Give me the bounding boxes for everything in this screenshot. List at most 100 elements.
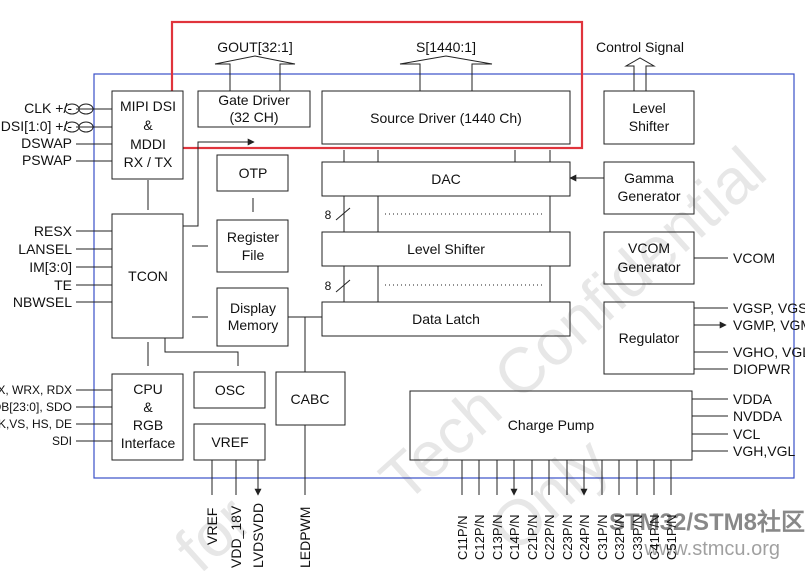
source-output-label: S[1440:1] [416,39,476,55]
pin-vcom: VCOM [733,250,775,266]
pin-pswap: PSWAP [22,152,72,168]
pin-c32p: C32P/N [612,514,627,560]
mipi-label-3: MDDI [130,136,166,152]
mipi-pin-wires [64,103,112,162]
pin-c14p: C14P/N [507,514,522,560]
pin-c12p: C12P/N [472,514,487,560]
cpu-label-1: CPU [133,381,163,397]
pin-dswap: DSWAP [21,135,72,151]
cpu-label-4: Interface [121,435,176,451]
regulator-pin-wires [694,307,728,370]
vref-pin-wires [211,425,306,496]
pin-c24p: C24P/N [577,514,592,560]
highlight-box [170,20,584,150]
cpu-rgb-block [111,373,184,461]
regulator-block [603,301,695,375]
cpu-label-2: & [143,399,153,415]
pin-vgsp: VGSP, VGSN [733,300,805,316]
dac-label: DAC [431,171,461,187]
tcon-pin-wires [76,230,112,303]
pin-c21p: C21P/N [525,514,540,560]
mipi-label-2: & [143,117,153,133]
pin-c11p: C11P/N [455,515,470,560]
charge-pump-label: Charge Pump [508,417,595,433]
tcon-block [111,213,184,339]
gate-driver-label-2: (32 CH) [229,109,278,125]
mipi-block [111,90,184,180]
level-shifter-mid-label: Level Shifter [407,241,485,257]
display-memory-block [216,287,289,347]
otp-label: OTP [239,165,268,181]
pin-csx: CSX, WRX, RDX [0,383,72,397]
gamma-generator-block [603,161,695,215]
data-latch-label: Data Latch [412,311,480,327]
source-output-arrow [399,55,493,91]
pin-clk: CLK +/- [24,100,72,116]
pin-db: DB[23:0], SDO [0,400,72,414]
mipi-label-4: RX / TX [124,154,173,170]
level-shifter-top-block [603,90,695,145]
source-driver-block [321,90,571,145]
site-logo-url: www.stmcu.org [643,538,780,560]
pin-pclk: PCLK,VS, HS, DE [0,417,72,431]
pin-c51p: C51P/N [664,514,679,560]
gout-label: GOUT[32:1] [217,39,292,55]
chip-outline [93,73,795,479]
pin-sdi: SDI [52,434,72,448]
pin-c13p: C13P/N [490,514,505,560]
pin-nbwsel: NBWSEL [13,294,72,310]
gamma-generator-label-2: Generator [617,188,680,204]
data-latch-block [321,301,571,337]
pin-c33p: C33P/N [630,514,645,560]
pin-vgmp: VGMP, VGMN [733,317,805,333]
pin-vref: VREF [204,508,220,545]
register-file-block [216,219,289,273]
site-logo-title: STM32/STM8社区 [609,508,805,536]
charge-pump-block [409,390,693,461]
cabc-block [275,371,346,426]
vcom-generator-label-2: Generator [617,259,680,275]
pin-c23p: C23P/N [560,514,575,560]
control-signal-arrow [624,57,656,91]
internal-wires [147,138,604,372]
pin-diopwr: DIOPWR [733,361,791,377]
gout-arrow [214,55,296,91]
cabc-label: CABC [291,391,330,407]
charge-pump-right-wires [692,398,728,452]
charge-pump-bottom-wires [461,460,672,496]
register-file-label-1: Register [227,229,279,245]
pin-lansel: LANSEL [18,241,72,257]
pin-vcl: VCL [733,426,760,442]
level-shifter-top-label-2: Shifter [629,118,670,134]
pin-ledpwm: LEDPWM [297,507,313,568]
pin-te: TE [54,277,72,293]
osc-label: OSC [215,382,245,398]
pin-lvdsvdd: LVDSVDD [250,503,266,568]
pin-im: IM[3:0] [29,259,72,275]
pin-vdda: VDDA [733,391,773,407]
pin-c31p: C31P/N [595,514,610,560]
bus-width-label-1: 8 [325,208,332,222]
tcon-label: TCON [128,268,168,284]
source-driver-label: Source Driver (1440 Ch) [370,110,522,126]
pin-dsi: DSI[1:0] +/- [1,118,73,134]
cpu-label-3: RGB [133,417,163,433]
vref-block [193,423,266,461]
pin-vgho: VGHO, VGLO [733,344,805,360]
gate-driver-block [197,90,311,128]
level-shifter-top-label-1: Level [632,100,665,116]
gamma-generator-label-1: Gamma [624,170,674,186]
vref-label: VREF [211,434,248,450]
dac-block [321,161,571,197]
bus-width-label-2: 8 [325,279,332,293]
cpu-pin-wires [76,389,112,442]
register-file-label-2: File [242,247,265,263]
display-memory-label-1: Display [230,300,276,316]
osc-block [193,371,266,409]
pin-c22p: C22P/N [542,514,557,560]
gate-driver-label-1: Gate Driver [218,92,290,108]
pin-nvdda: NVDDA [733,408,783,424]
regulator-label: Regulator [619,330,680,346]
mipi-label-1: MIPI DSI [120,98,176,114]
